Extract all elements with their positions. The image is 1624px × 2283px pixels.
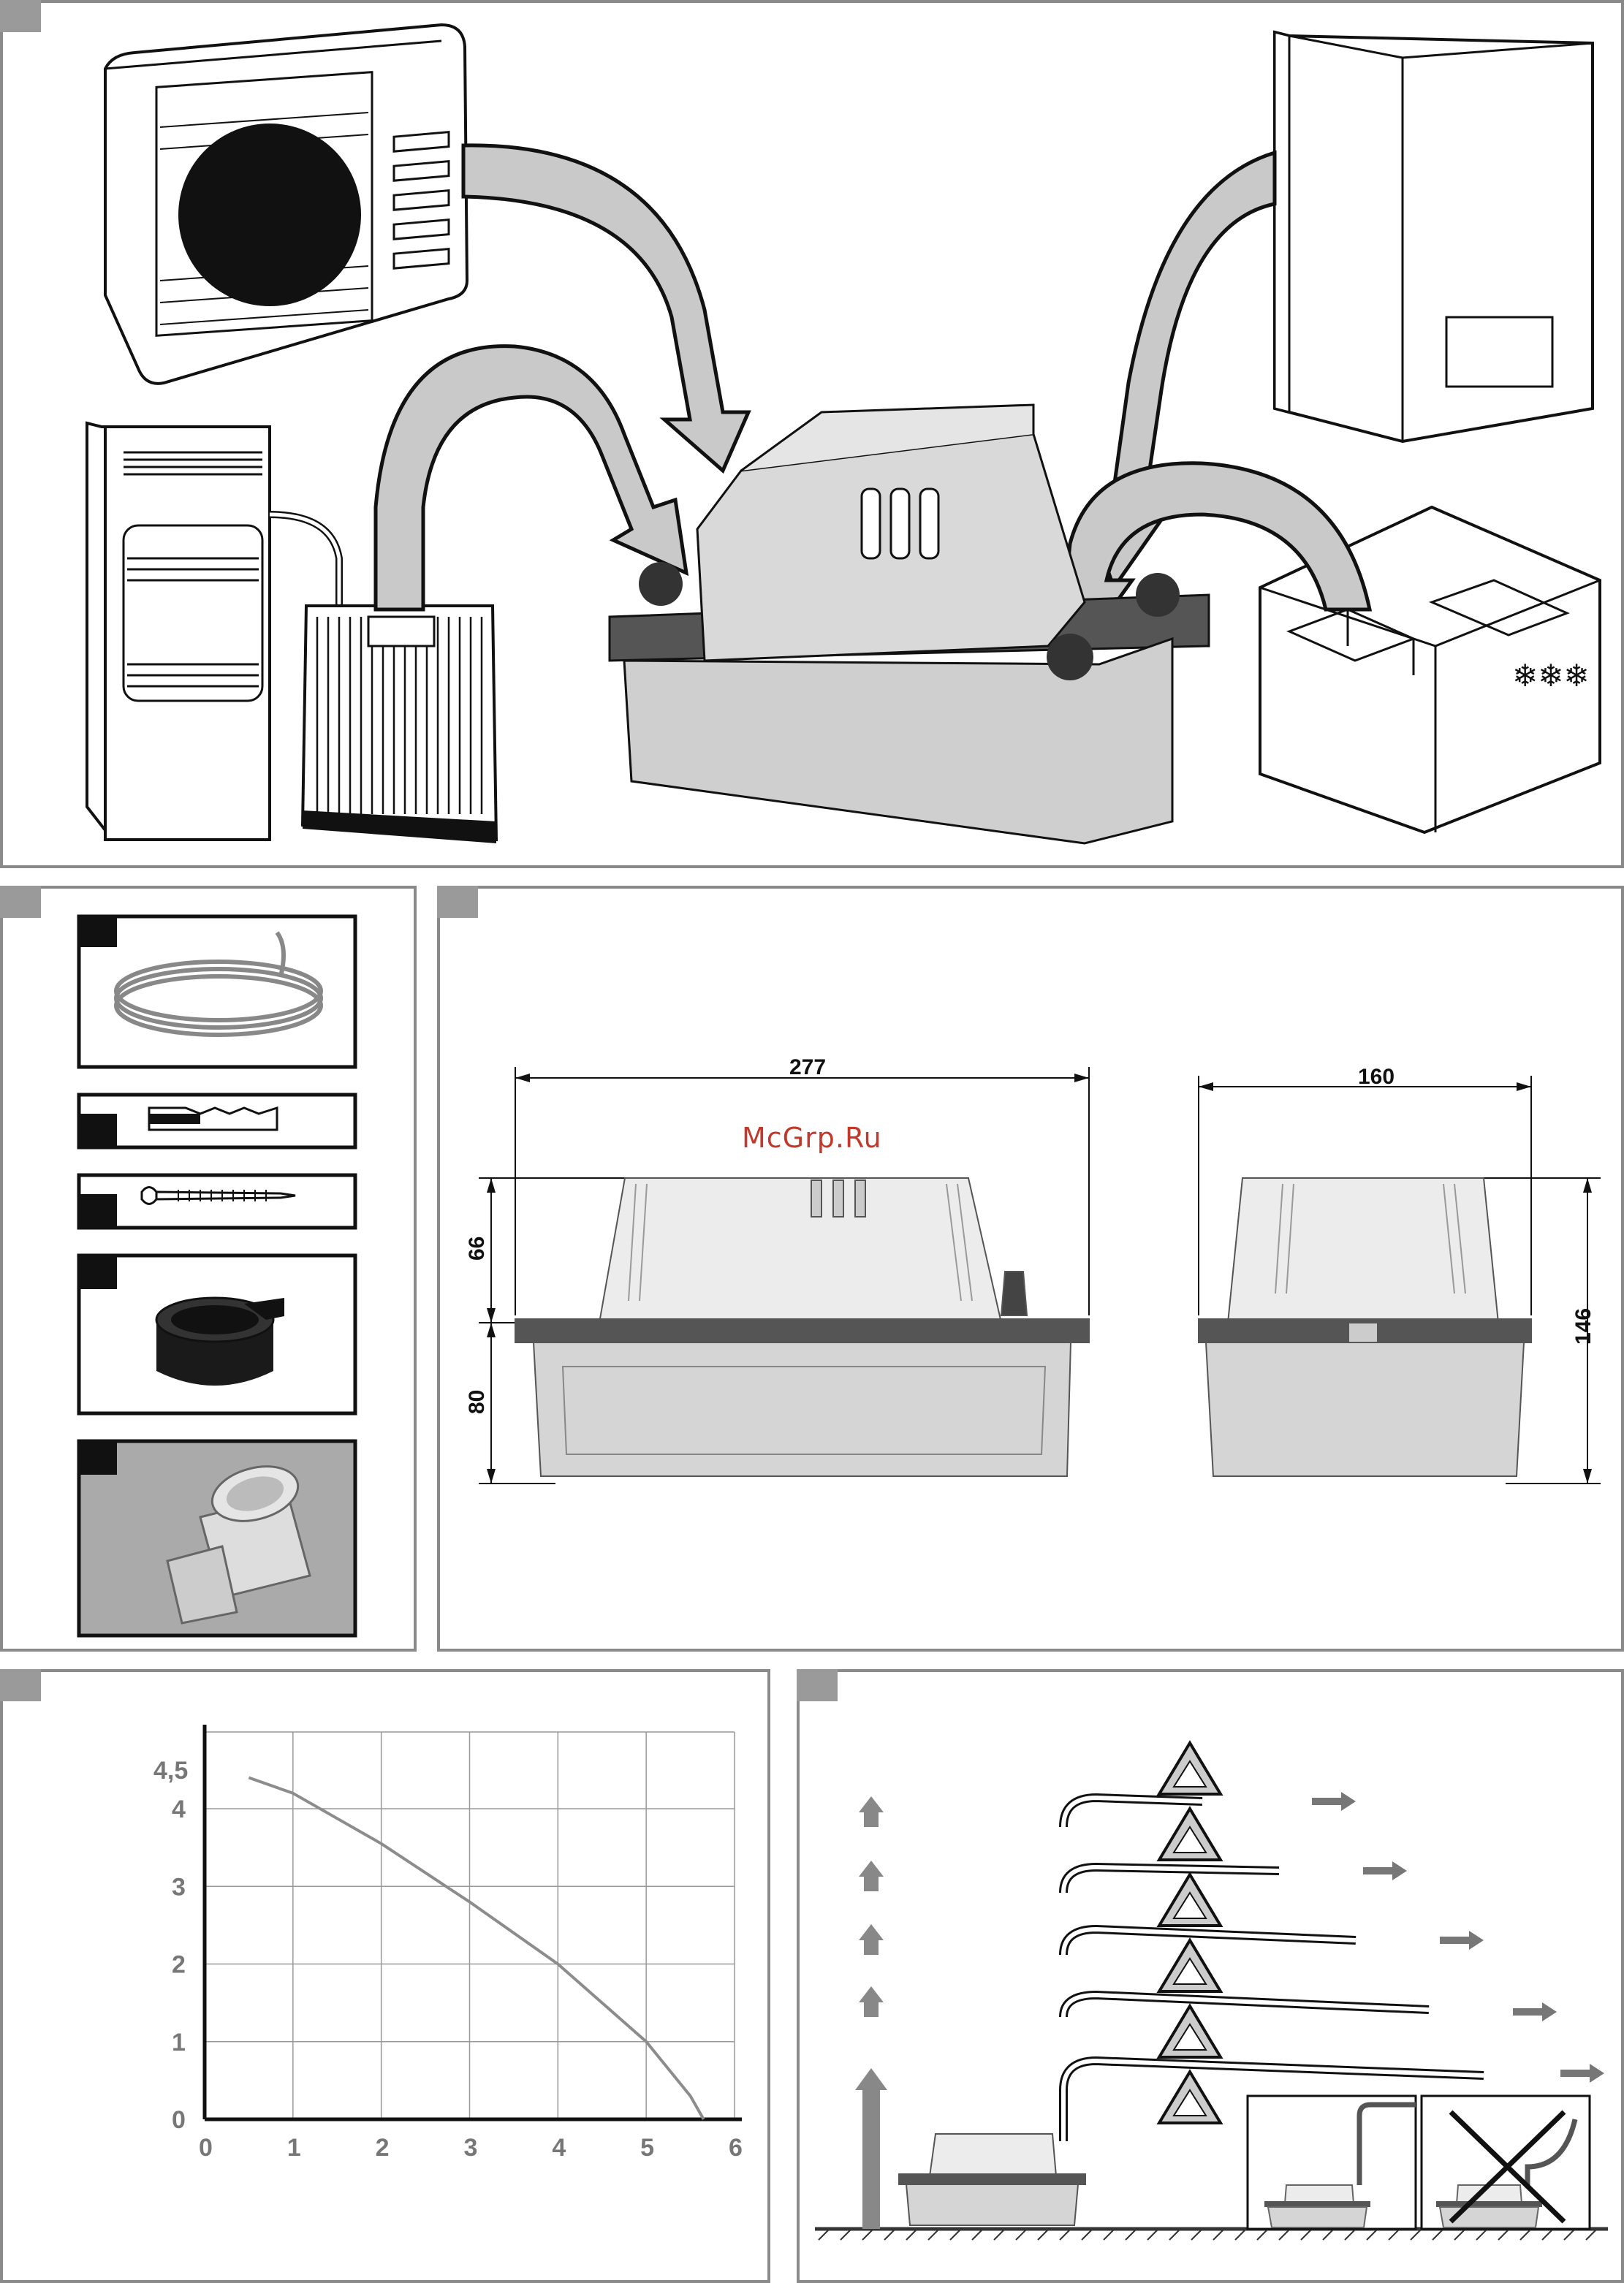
accessory-screw	[79, 1175, 355, 1228]
panel-tag	[0, 1669, 41, 1701]
accessories-illustration	[3, 889, 420, 1655]
panel-performance-chart	[0, 1669, 770, 2283]
accessory-wall-plug	[79, 1095, 355, 1147]
accessory-tube	[79, 916, 355, 1067]
cabinet-unit-illustration	[87, 423, 339, 840]
accessory-inlet-cap	[79, 1256, 355, 1413]
panel-dimensions	[437, 886, 1624, 1652]
fan-coil-illustration	[303, 606, 496, 843]
outdoor-ac-unit-illustration	[105, 25, 467, 384]
panel-applications: ❄❄❄	[0, 0, 1624, 868]
wall-boiler-illustration	[1275, 32, 1593, 441]
panel-tag	[437, 886, 478, 918]
svg-text:❄❄❄: ❄❄❄	[1512, 658, 1590, 694]
panel-installation-heights	[797, 1669, 1624, 2283]
applications-illustration: ❄❄❄	[3, 3, 1624, 871]
panel-tag	[797, 1669, 838, 1701]
accessory-adapter	[79, 1441, 355, 1636]
watermark-text: McGrp.Ru	[742, 1122, 882, 1154]
panel-accessories	[0, 886, 417, 1652]
